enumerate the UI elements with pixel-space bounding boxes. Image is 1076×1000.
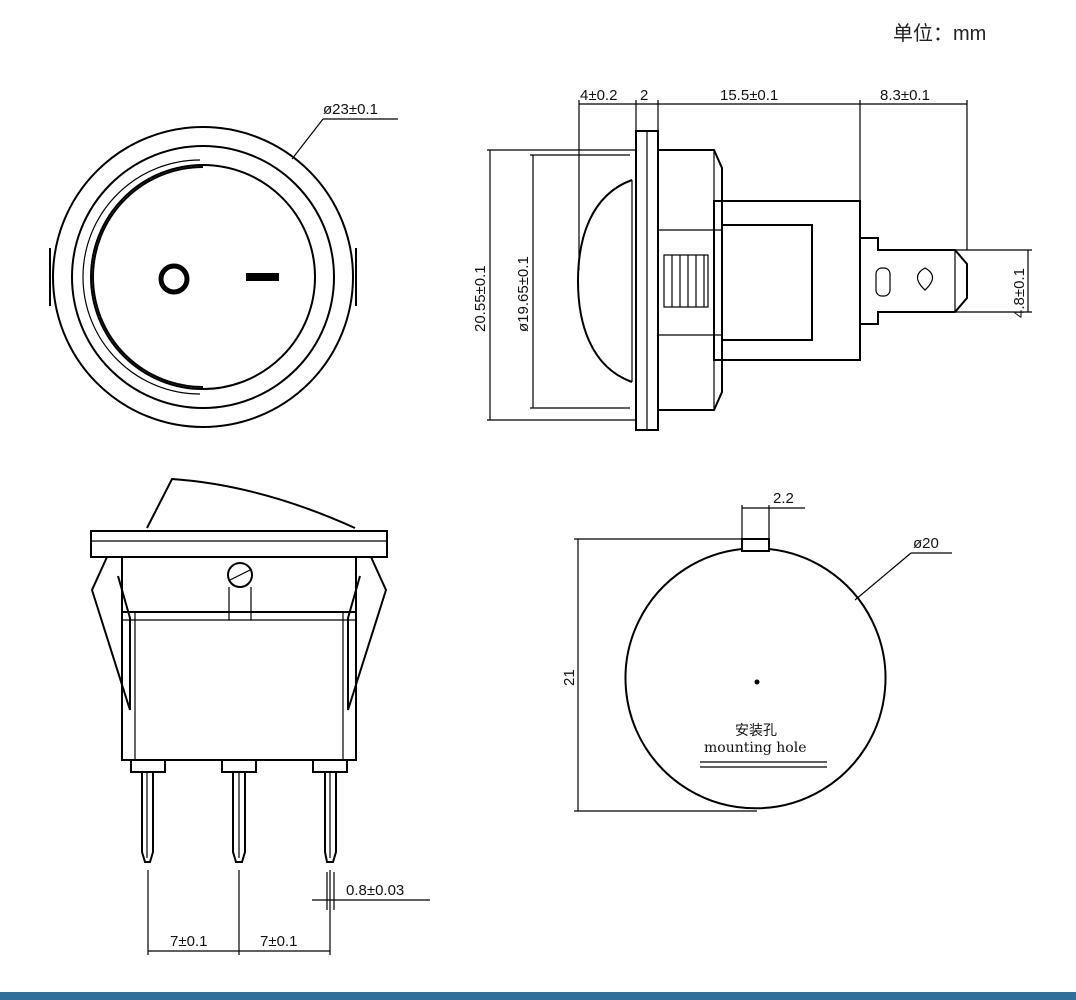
- key-notch: [741, 538, 770, 552]
- on-symbol-icon: [246, 273, 279, 281]
- bezel-label: 2: [640, 87, 648, 104]
- terminal-width-label: 4.8±0.1: [1011, 268, 1028, 318]
- rocker-top: [146, 477, 356, 529]
- hole-label-en: mounting hole: [704, 740, 806, 756]
- lower-body: [121, 611, 357, 761]
- hole-height-label: 21: [561, 669, 578, 686]
- terminal-eye: [916, 267, 934, 291]
- rocker-outline: [90, 164, 316, 390]
- pin-spacing-left-label: 7±0.1: [170, 933, 207, 950]
- pin-spacing-right-label: 7±0.1: [260, 933, 297, 950]
- bezel-plate: [90, 530, 388, 558]
- body-length-label: 15.5±0.1: [720, 87, 778, 104]
- screw-slot: [229, 569, 251, 581]
- terminal-length-label: 8.3±0.1: [880, 87, 930, 104]
- unit-label: 单位：mm: [893, 22, 986, 45]
- terminal: [859, 237, 968, 325]
- outer-height-label: 20.55±0.1: [472, 265, 489, 332]
- housing: [658, 149, 723, 411]
- pin-middle: [221, 759, 257, 863]
- diameter-label: ø23±0.1: [323, 101, 378, 118]
- front-view: ø23±0.1: [49, 101, 398, 428]
- key-width-label: 2.2: [773, 490, 794, 507]
- flange-thickness-label: 4±0.2: [580, 87, 617, 104]
- pin-thickness-label: 0.8±0.03: [346, 882, 404, 899]
- clip-right: [347, 556, 388, 711]
- pin-left: [130, 759, 166, 863]
- spring: [663, 254, 709, 308]
- center-point: [754, 679, 760, 685]
- rocker-shadow: [82, 159, 201, 395]
- leader-hole: [854, 552, 912, 601]
- upper-body: [121, 556, 357, 613]
- inner-ring: [71, 145, 335, 409]
- hole-label-cn: 安装孔: [735, 723, 777, 739]
- clip-left: [90, 556, 131, 711]
- bottom-view: 7±0.1 7±0.1 0.8±0.03: [90, 477, 430, 955]
- mounting-hole-view: 2.2 ø20 21 安装孔 mounting hole: [561, 490, 952, 812]
- inner-diameter-label: ø19.65±0.1: [515, 256, 532, 332]
- footer-bar: [0, 992, 1076, 1000]
- outer-ring: [52, 126, 354, 428]
- off-symbol-icon: [158, 263, 190, 295]
- rocker-dome: [576, 179, 633, 383]
- rocker-edge: [92, 166, 204, 388]
- pin-right: [312, 759, 348, 863]
- terminal-hole: [875, 267, 891, 297]
- screw-icon: [227, 562, 253, 588]
- hole-circle: [624, 548, 887, 810]
- hole-diameter-label: ø20: [913, 535, 939, 552]
- side-view: 4±0.2 2 15.5±0.1 8.3±0.1 20.55±0.1 ø19.6…: [472, 87, 1032, 431]
- leader-line: [291, 118, 324, 160]
- body-inner: [721, 224, 813, 341]
